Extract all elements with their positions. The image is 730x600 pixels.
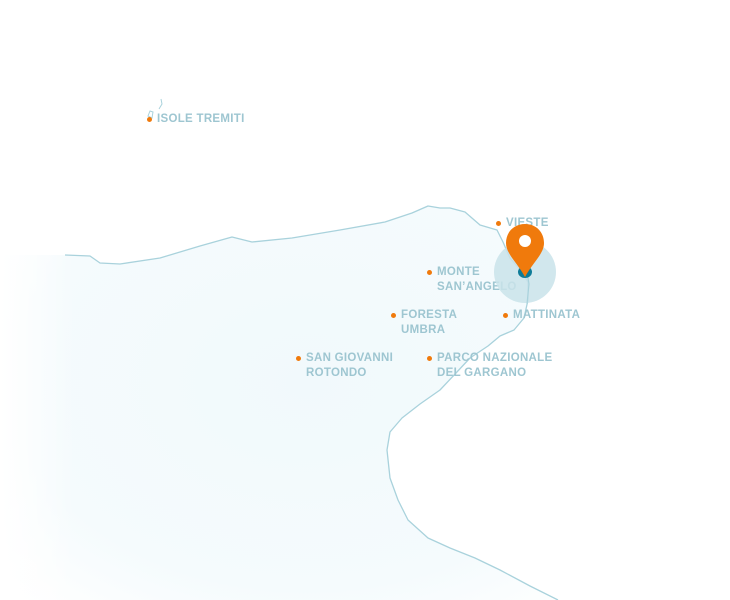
place-label: FORESTA UMBRA (401, 309, 458, 336)
place-parco-nazionale-del-gargano[interactable]: PARCO NAZIONALE DEL GARGANO (427, 351, 552, 381)
place-dot-icon (296, 356, 301, 361)
place-label: ISOLE TREMITI (157, 113, 245, 125)
place-dot-icon (503, 313, 508, 318)
pin-hole (519, 235, 531, 247)
location-marker[interactable] (493, 224, 557, 304)
place-isole-tremiti[interactable]: ISOLE TREMITI (147, 112, 245, 127)
place-dot-icon (496, 221, 501, 226)
place-dot-icon (427, 270, 432, 275)
place-dot-icon (147, 117, 152, 122)
place-mattinata[interactable]: MATTINATA (503, 308, 580, 323)
place-label: SAN GIOVANNI ROTONDO (306, 352, 394, 379)
map-pin-icon (506, 224, 544, 277)
place-foresta-umbra[interactable]: FORESTA UMBRA (391, 308, 457, 338)
place-label: MATTINATA (513, 309, 581, 321)
place-san-giovanni-rotondo[interactable]: SAN GIOVANNI ROTONDO (296, 351, 393, 381)
land-fade (0, 240, 300, 600)
place-label: PARCO NAZIONALE DEL GARGANO (437, 352, 553, 379)
island-shape (158, 98, 163, 110)
place-dot-icon (391, 313, 396, 318)
place-dot-icon (427, 356, 432, 361)
